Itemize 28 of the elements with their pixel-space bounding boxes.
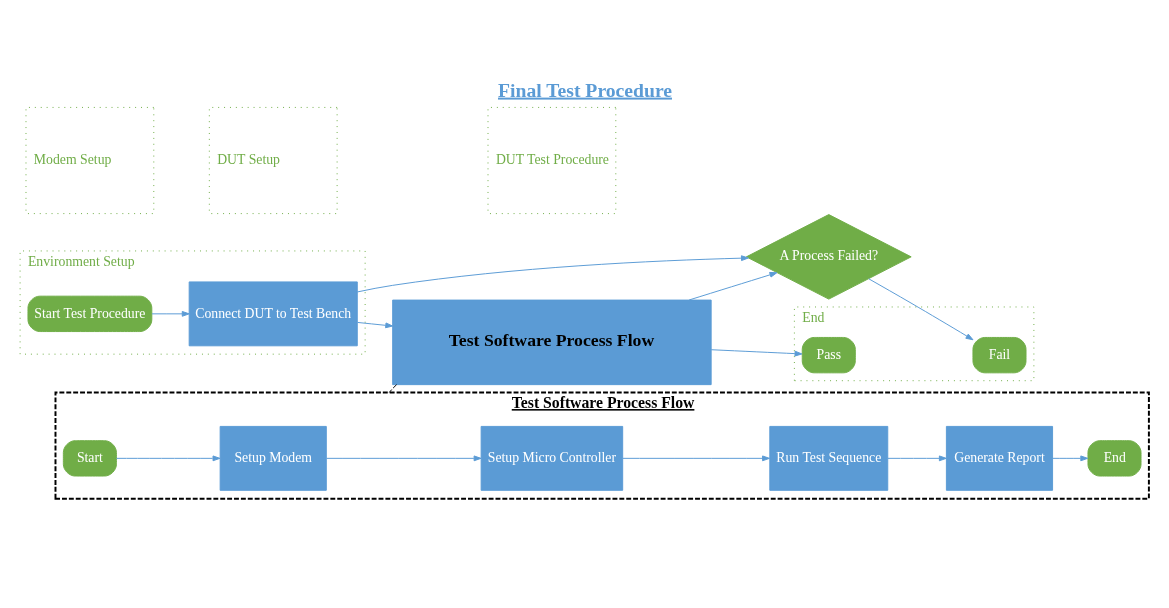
node-box: Run Test Sequence — [769, 425, 889, 491]
arrow — [116, 455, 221, 462]
arrow — [868, 278, 974, 341]
arrow — [326, 455, 482, 462]
node-box: DUT Setup — [208, 106, 338, 215]
arrow — [710, 349, 803, 357]
arrow — [688, 271, 778, 301]
node-box: End — [1087, 440, 1142, 477]
node-box: Pass — [801, 336, 856, 374]
node-box: Modem Setup — [25, 106, 155, 215]
arrow — [887, 455, 947, 462]
node-box: Start — [62, 440, 117, 477]
node-box: Setup Modem — [219, 425, 327, 491]
node-box: Setup Micro Controller — [480, 425, 624, 491]
arrow — [622, 455, 770, 462]
diagram-title: Final Test Procedure — [498, 78, 672, 101]
arrow — [357, 321, 394, 329]
node-box: Test Software Process Flow — [392, 299, 712, 386]
node-diamond: A Process Failed? — [745, 214, 912, 300]
connector — [388, 384, 398, 393]
arrow — [151, 310, 190, 317]
node-box: Connect DUT to Test Bench — [188, 281, 358, 347]
node-box: Start Test Procedure — [27, 295, 153, 333]
node-box: DUT Test Procedure — [487, 106, 617, 215]
arrow — [1052, 455, 1089, 462]
arrow — [356, 255, 749, 293]
node-box: Generate Report — [945, 425, 1054, 491]
node-box: Fail — [972, 336, 1027, 374]
